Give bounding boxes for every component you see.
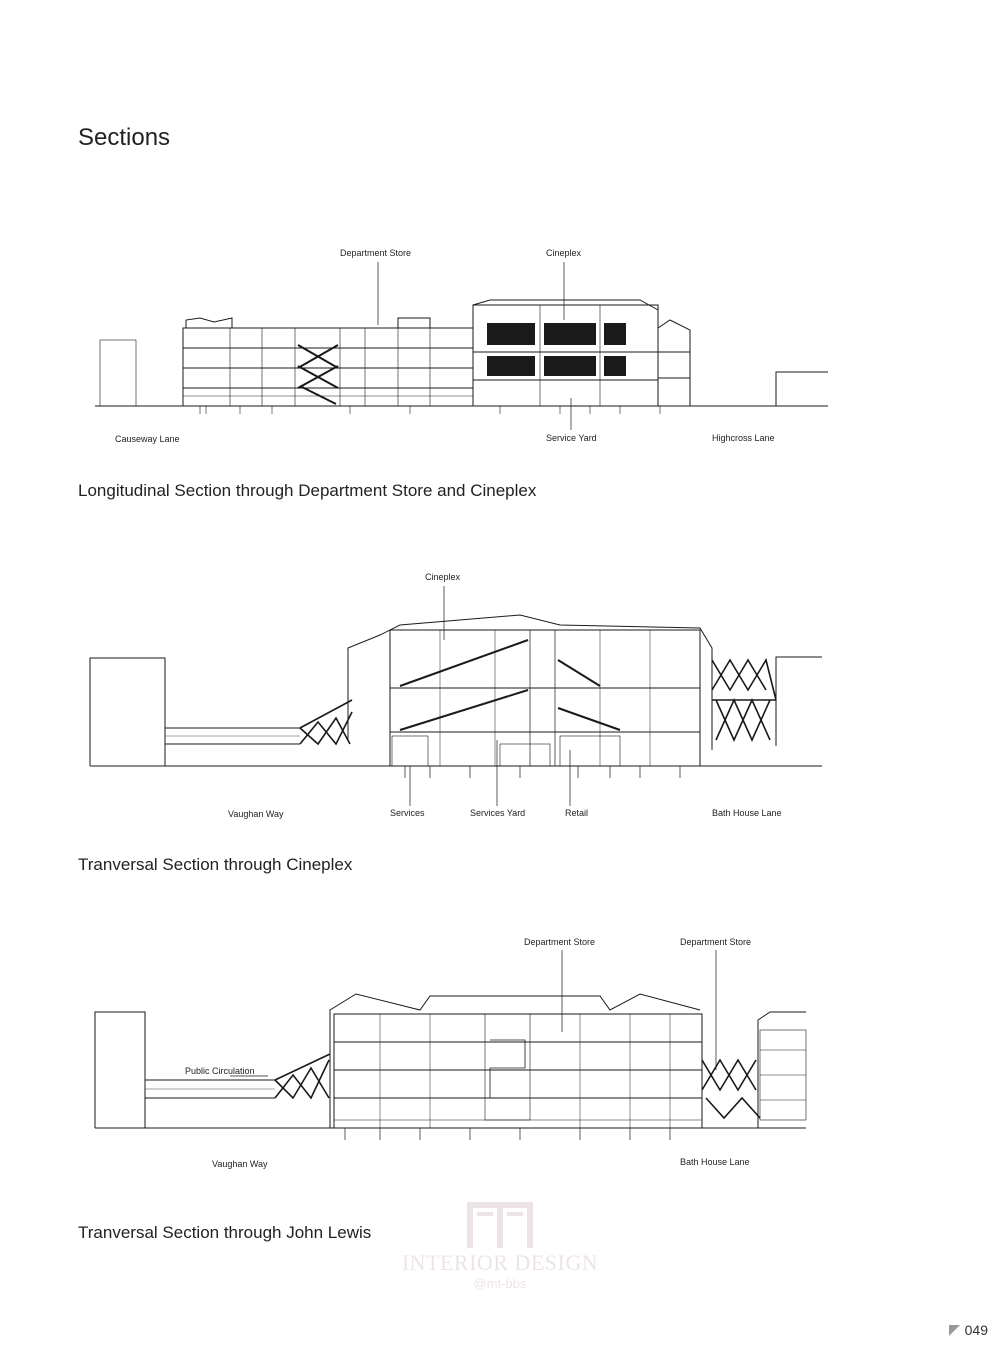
transversal-john-lewis-drawing: Department Store Department Store Public…: [0, 930, 1000, 1180]
caption-transversal-john-lewis: Tranversal Section through John Lewis: [78, 1223, 372, 1242]
label-cineplex: Cineplex: [546, 248, 582, 258]
label-causeway-lane: Causeway Lane: [115, 434, 180, 444]
watermark-text: INTERIOR DESIGN: [401, 1250, 599, 1275]
label-highcross-lane: Highcross Lane: [712, 433, 775, 443]
watermark: INTERIOR DESIGN @mt-bbs: [385, 1200, 615, 1291]
transversal-cineplex-drawing: Cineplex Vaughan Way Services Services Y…: [0, 565, 1000, 825]
label-vaughan-way-3: Vaughan Way: [212, 1159, 268, 1169]
label-public-circulation: Public Circulation: [185, 1066, 255, 1076]
label-department-store-3a: Department Store: [524, 937, 595, 947]
page-corner-icon: [949, 1325, 960, 1336]
label-bath-house-lane: Bath House Lane: [712, 808, 782, 818]
watermark-logo-icon: [465, 1200, 535, 1250]
label-services: Services: [390, 808, 425, 818]
label-services-yard: Services Yard: [470, 808, 525, 818]
label-department-store: Department Store: [340, 248, 411, 258]
caption-transversal-cineplex: Tranversal Section through Cineplex: [78, 855, 353, 874]
label-retail: Retail: [565, 808, 588, 818]
caption-longitudinal-section: Longitudinal Section through Department …: [78, 481, 537, 500]
label-cineplex-2: Cineplex: [425, 572, 461, 582]
page-number: 049: [964, 1322, 988, 1338]
label-bath-house-lane-3: Bath House Lane: [680, 1157, 750, 1167]
label-service-yard: Service Yard: [546, 433, 597, 443]
label-department-store-3b: Department Store: [680, 937, 751, 947]
page-title: Sections: [78, 124, 171, 152]
longitudinal-section-drawing: Department Store Cineplex Causeway Lane …: [0, 240, 1000, 455]
watermark-subtext: @mt-bbs: [473, 1276, 527, 1291]
label-vaughan-way: Vaughan Way: [228, 809, 284, 819]
